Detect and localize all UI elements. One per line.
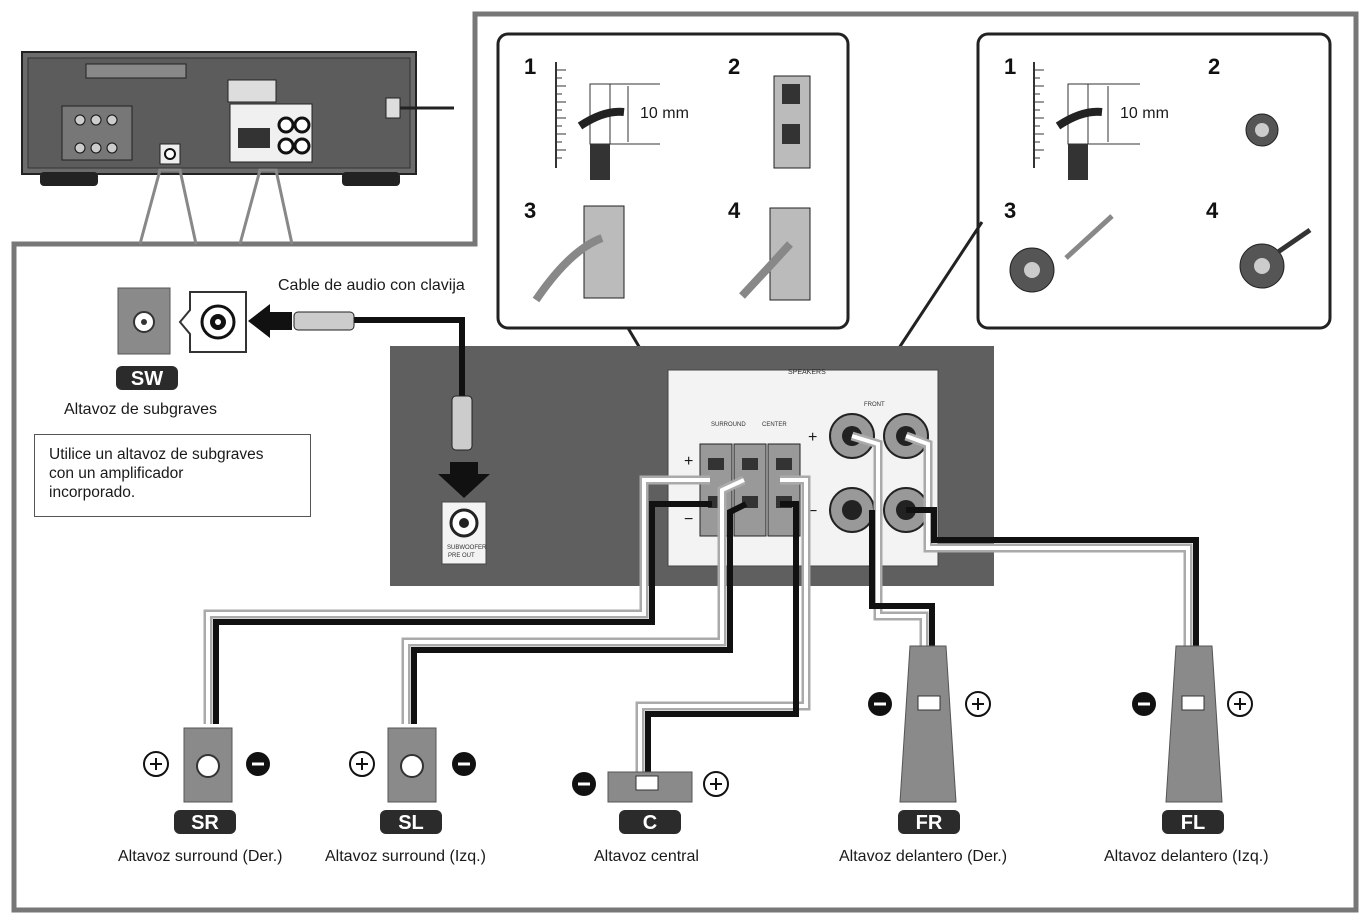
speaker-fl [1132,645,1253,803]
plus-label-spring: + [684,453,693,470]
down-arrow-icon [438,462,490,498]
step-2-label: 2 [728,54,740,79]
badge-c-text: C [643,812,657,834]
fr-name: Altavoz delantero (Der.) [839,848,1007,865]
speaker-c [572,771,729,803]
subwoofer [117,287,247,355]
outer-frame [11,11,1359,913]
badge-fl: FL [1162,810,1224,834]
subwoofer-note: Utilice un altavoz de subgraves con un a… [34,434,311,517]
speaker-wires [203,431,1199,774]
center-label: CENTER [762,422,787,428]
minus-label-spring: − [684,511,693,528]
badge-sl-text: SL [398,812,424,834]
speakers-label: SPEAKERS [788,369,826,376]
sub-out-label-1: SUBWOOFER [447,545,487,551]
speaker-fr [868,645,991,803]
badge-sw: SW [116,366,178,390]
badge-sr: SR [174,810,236,834]
note-line: incorporado. [49,484,136,501]
sub-audio-cable [352,317,465,396]
step-1-label: 1 [524,54,536,79]
step-3-label: 3 [524,198,536,223]
badge-fr: FR [898,810,960,834]
c-name: Altavoz central [594,848,699,865]
badge-fr-text: FR [916,812,943,834]
minus-label-post: − [808,503,817,520]
front-label: FRONT [864,402,885,408]
badge-sl: SL [380,810,442,834]
fl-name: Altavoz delantero (Izq.) [1104,848,1269,865]
badge-fl-text: FL [1181,812,1205,834]
speaker-sr [143,727,270,803]
note-line: Utilice un altavoz de subgraves [49,446,264,463]
plus-label-post: + [808,429,817,446]
zoom-funnel-sub [138,168,198,245]
strip-length-right: 10 mm [1120,105,1169,122]
subwoofer-pre-out-jack: SUBWOOFER PRE OUT [441,501,487,565]
step-4-label-right: 4 [1206,198,1219,223]
speaker-sl [349,727,476,803]
step-3-label-right: 3 [1004,198,1016,223]
receiver-rear [21,51,454,186]
note-line: con un amplificador [49,465,184,482]
sub-out-label-2: PRE OUT [448,553,475,559]
sl-name: Altavoz surround (Izq.) [325,848,486,865]
strip-length-left: 10 mm [640,105,689,122]
inset-binding-posts: 1 2 3 4 10 mm [976,32,1332,330]
badge-sw-text: SW [131,368,163,390]
inset-spring-terminals: 1 2 3 4 10 mm [496,32,850,330]
badge-sr-text: SR [191,812,219,834]
cable-label: Cable de audio con clavija [278,277,465,294]
badge-c: C [619,810,681,834]
sw-name: Altavoz de subgraves [64,401,217,418]
left-arrow-icon [248,304,292,338]
spring-terminals [699,443,801,537]
surround-label: SURROUND [711,422,746,428]
step-2-label-right: 2 [1208,54,1220,79]
sr-name: Altavoz surround (Der.) [118,848,283,865]
zoom-funnel-speakers [238,168,294,245]
step-4-label: 4 [728,198,741,223]
step-1-label-right: 1 [1004,54,1016,79]
